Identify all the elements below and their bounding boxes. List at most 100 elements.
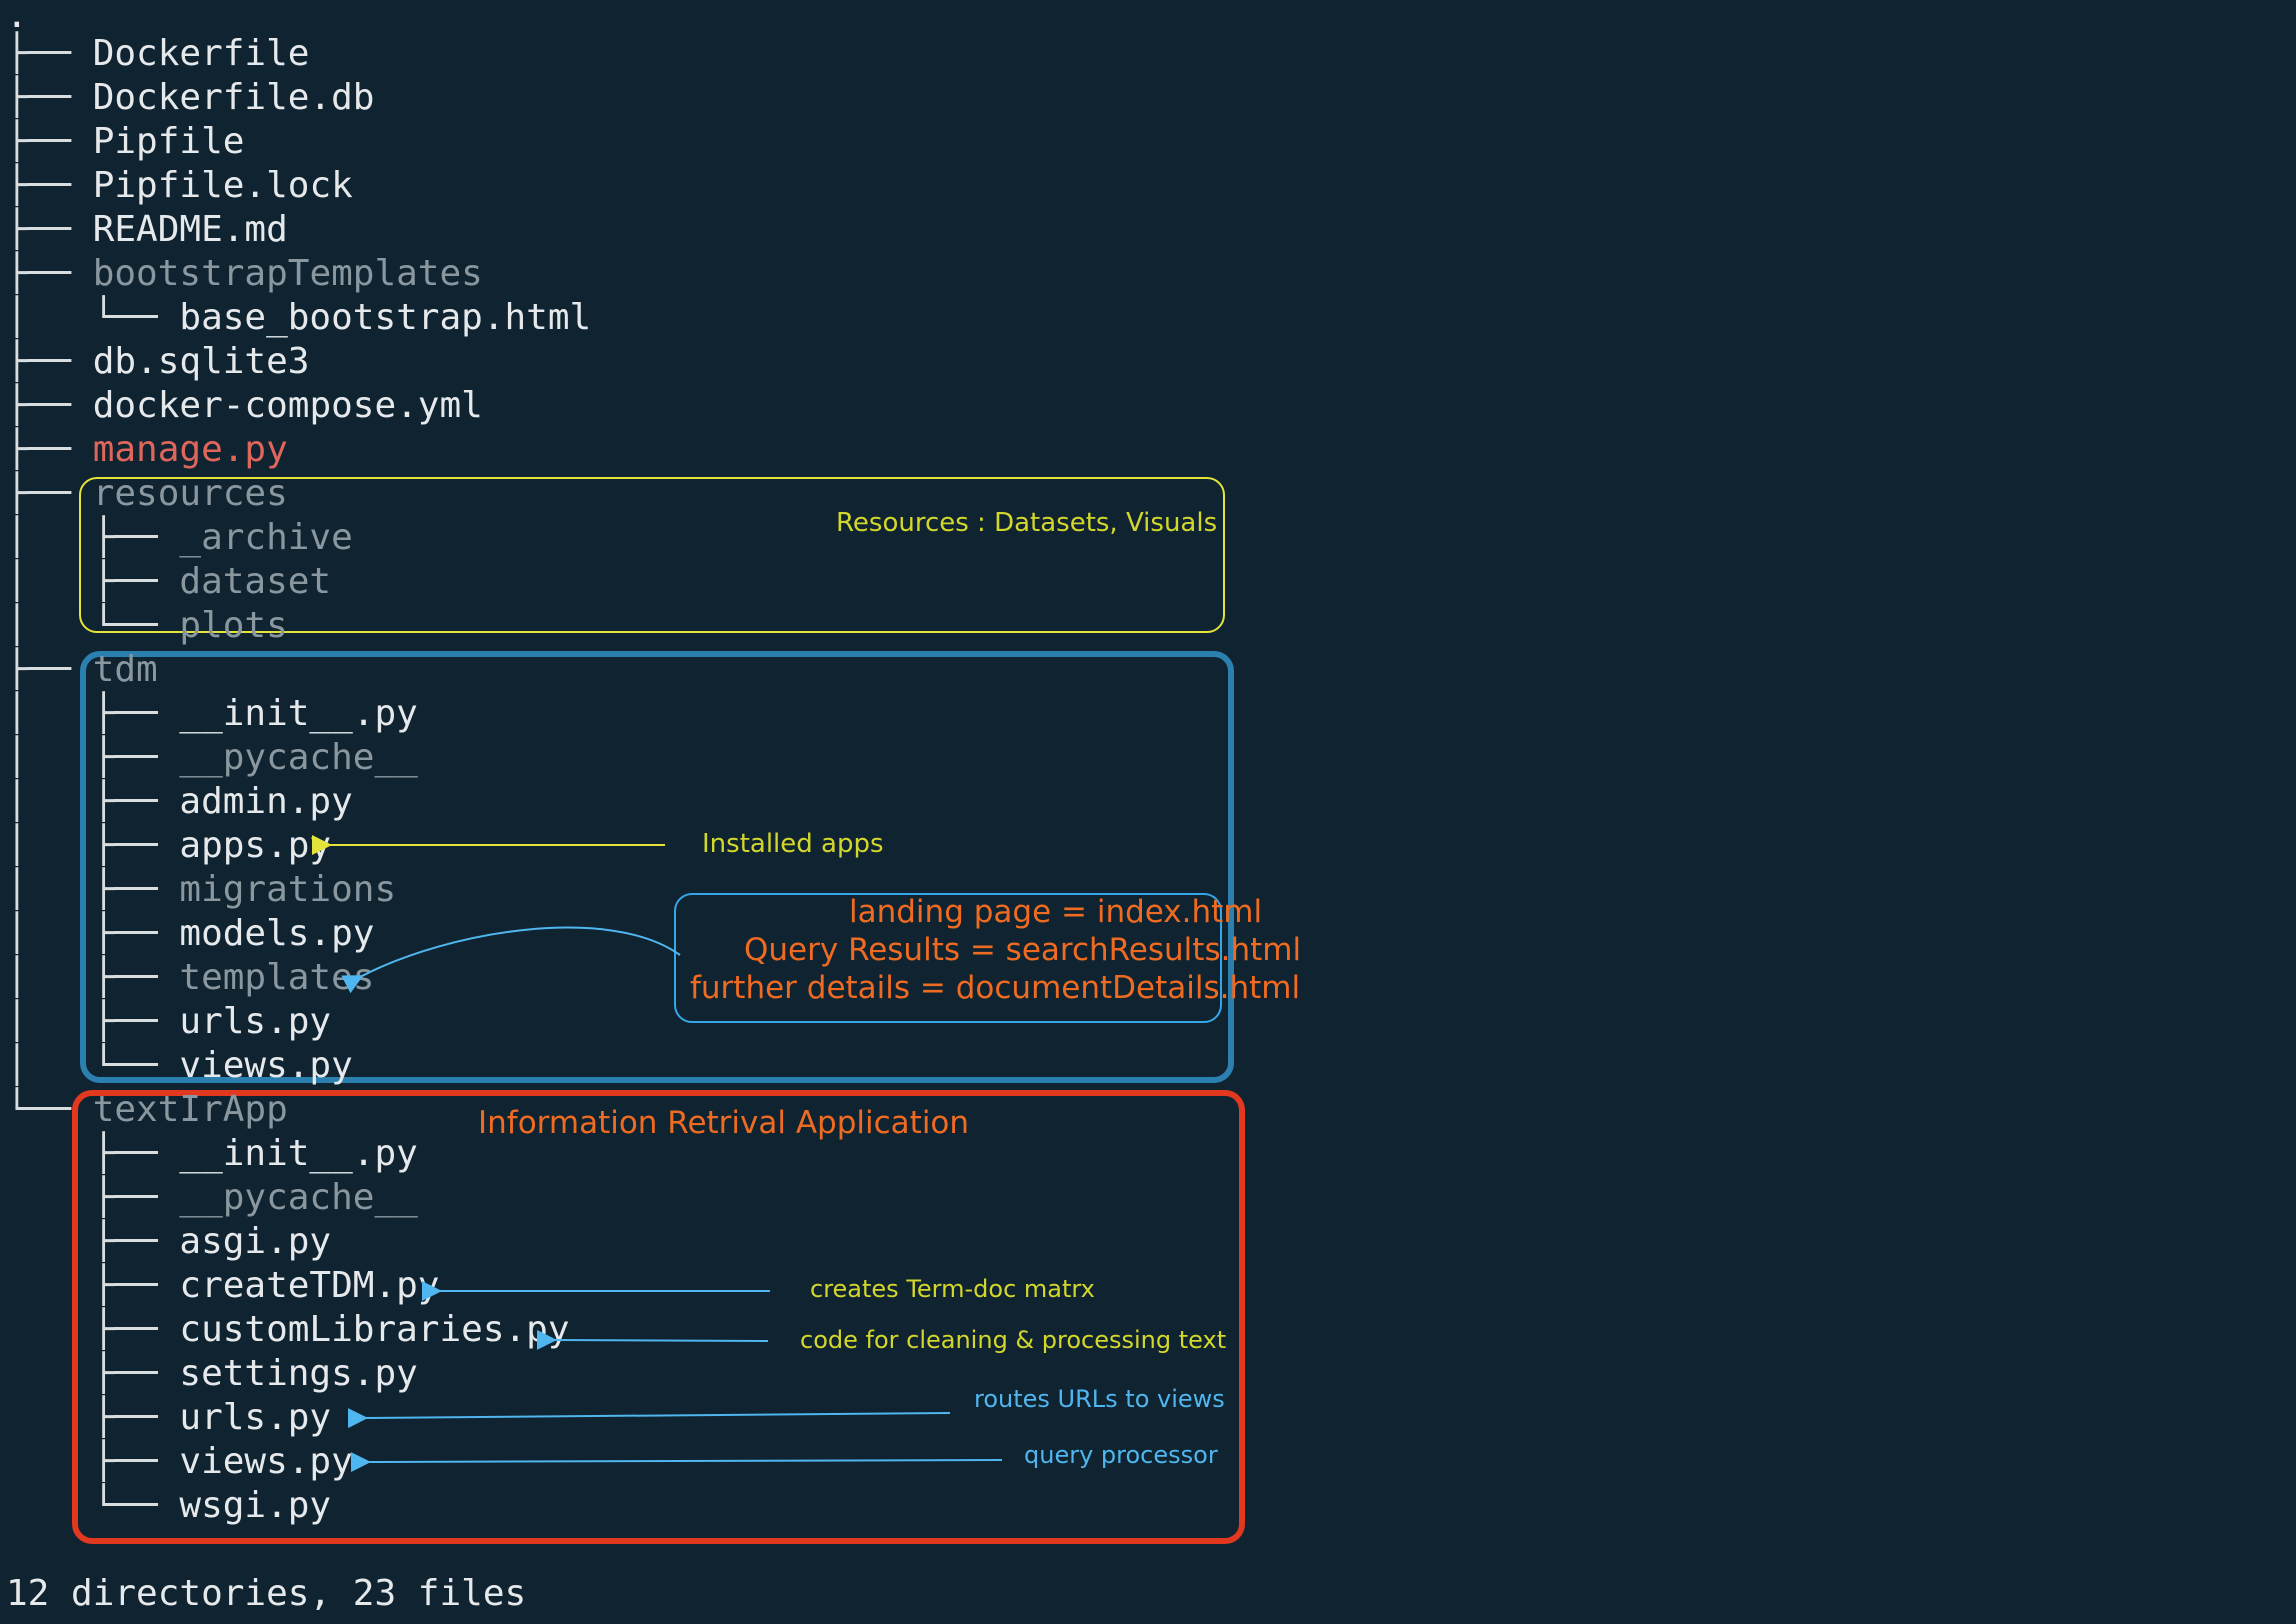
tree-entry-docker-compose[interactable]: docker-compose.yml — [92, 385, 483, 426]
tree-entry-dataset[interactable]: dataset — [179, 561, 332, 602]
tree-entry-tdm-pycache[interactable]: __pycache__ — [179, 737, 418, 778]
tree-branch: │ └── — [6, 1045, 180, 1086]
tree-entry-readme[interactable]: README.md — [92, 209, 288, 250]
tree-branch: ├── — [6, 385, 93, 426]
templates-note-box — [674, 893, 1222, 1023]
tree-entry-textir-urls[interactable]: urls.py — [179, 1397, 332, 1438]
tdm-highlight-box — [80, 651, 1234, 1083]
note-urls: routes URLs to views — [974, 1385, 1225, 1413]
tree-root: . — [6, 0, 28, 36]
tree-branch: │ ├── — [6, 781, 180, 822]
tree-entry-textir-views[interactable]: views.py — [179, 1441, 353, 1482]
tree-entry-textir-createtdm[interactable]: createTDM.py — [179, 1265, 440, 1306]
tree-entry-dockerfile[interactable]: Dockerfile — [92, 33, 310, 74]
tree-branch: │ ├── — [6, 561, 180, 602]
tree-line: │ ├── migrations — [6, 868, 396, 912]
tree-line: ├── tdm — [6, 648, 158, 692]
tree-entry-tdm[interactable]: tdm — [92, 649, 158, 690]
arrow-templates — [341, 926, 681, 994]
tree-line: ├── customLibraries.py — [6, 1308, 570, 1352]
tree-entry-tdm-urls[interactable]: urls.py — [179, 1001, 332, 1042]
tree-branch: ├── — [6, 649, 93, 690]
tree-entry-archive[interactable]: _archive — [179, 517, 353, 558]
tree-entry-resources[interactable]: resources — [92, 473, 288, 514]
tree-entry-textir-asgi[interactable]: asgi.py — [179, 1221, 332, 1262]
tree-line: ├── __pycache__ — [6, 1176, 418, 1220]
tree-line: │ ├── dataset — [6, 560, 331, 604]
tree-entry-tdm-apps[interactable]: apps.py — [179, 825, 332, 866]
tree-entry-textir-init[interactable]: __init__.py — [179, 1133, 418, 1174]
tree-entry-pipfile-lock[interactable]: Pipfile.lock — [92, 165, 353, 206]
tree-branch: │ └── — [6, 605, 180, 646]
tree-branch: ├── — [6, 165, 93, 206]
tree-branch: │ ├── — [6, 737, 180, 778]
tree-branch: ├── — [6, 253, 93, 294]
note-createtdm: creates Term-doc matrx — [810, 1275, 1095, 1303]
tree-entry-base-bootstrap[interactable]: base_bootstrap.html — [179, 297, 592, 338]
tree-branch: ├── — [6, 1353, 180, 1394]
tree-branch: ├── — [6, 473, 93, 514]
tree-entry-textir-customlibraries[interactable]: customLibraries.py — [179, 1309, 570, 1350]
tree-entry-manage-py[interactable]: manage.py — [92, 429, 288, 470]
tree-entry-tdm-models[interactable]: models.py — [179, 913, 375, 954]
tree-line: ├── urls.py — [6, 1396, 331, 1440]
tree-line: ├── README.md — [6, 208, 288, 252]
tree-branch: ├── — [6, 1177, 180, 1218]
tree-line: ├── settings.py — [6, 1352, 418, 1396]
tree-entry-textir-settings[interactable]: settings.py — [179, 1353, 418, 1394]
tree-branch: ├── — [6, 1397, 180, 1438]
tree-line: ├── createTDM.py — [6, 1264, 440, 1308]
tree-summary: 12 directories, 23 files — [6, 1573, 527, 1614]
tree-line: ├── Dockerfile — [6, 32, 309, 76]
tree-line: │ ├── apps.py — [6, 824, 331, 868]
tree-line: └── wsgi.py — [6, 1484, 331, 1528]
tree-line: ├── Dockerfile.db — [6, 76, 374, 120]
tree-entry-textir-pycache[interactable]: __pycache__ — [179, 1177, 418, 1218]
tree-line: ├── Pipfile.lock — [6, 164, 353, 208]
note-query-results: Query Results = searchResults.html — [744, 932, 1302, 968]
tree-branch: └── — [6, 1089, 93, 1130]
tree-branch: ├── — [6, 429, 93, 470]
tree-line: │ ├── __pycache__ — [6, 736, 418, 780]
tree-line: │ └── views.py — [6, 1044, 353, 1088]
tree-line: │ ├── __init__.py — [6, 692, 418, 736]
note-textirapp-title: Information Retrival Application — [478, 1105, 970, 1141]
tree-line: ├── views.py — [6, 1440, 353, 1484]
tree-branch: ├── — [6, 121, 93, 162]
note-views: query processor — [1024, 1441, 1218, 1469]
resources-highlight-box — [79, 477, 1225, 633]
tree-entry-textir-wsgi[interactable]: wsgi.py — [179, 1485, 332, 1526]
tree-branch: ├── — [6, 33, 93, 74]
tree-entry-tdm-init[interactable]: __init__.py — [179, 693, 418, 734]
tree-branch: ├── — [6, 1309, 180, 1350]
tree-line: ├── manage.py — [6, 428, 288, 472]
arrow-urls — [347, 1408, 951, 1429]
textirapp-highlight-box — [72, 1090, 1245, 1544]
tree-branch: │ ├── — [6, 1001, 180, 1042]
tree-branch: │ ├── — [6, 957, 180, 998]
tree-line: │ └── plots — [6, 604, 288, 648]
tree-entry-db-sqlite3[interactable]: db.sqlite3 — [92, 341, 310, 382]
tree-entry-pipfile[interactable]: Pipfile — [92, 121, 245, 162]
tree-branch: │ ├── — [6, 693, 180, 734]
tree-branch: │ ├── — [6, 913, 180, 954]
tree-branch: ├── — [6, 1265, 180, 1306]
tree-line: ├── asgi.py — [6, 1220, 331, 1264]
tree-branch: ├── — [6, 77, 93, 118]
tree-entry-tdm-views[interactable]: views.py — [179, 1045, 353, 1086]
tree-entry-dockerfile-db[interactable]: Dockerfile.db — [92, 77, 375, 118]
tree-entry-plots[interactable]: plots — [179, 605, 288, 646]
tree-line: ├── __init__.py — [6, 1132, 418, 1176]
note-landing-page: landing page = index.html — [849, 894, 1263, 930]
tree-entry-tdm-admin[interactable]: admin.py — [179, 781, 353, 822]
tree-line: ├── db.sqlite3 — [6, 340, 309, 384]
tree-branch: ├── — [6, 209, 93, 250]
tree-branch: │ ├── — [6, 825, 180, 866]
tree-entry-bootstraptemplates[interactable]: bootstrapTemplates — [92, 253, 483, 294]
tree-line: │ ├── _archive — [6, 516, 353, 560]
tree-entry-textirapp[interactable]: textIrApp — [92, 1089, 288, 1130]
tree-line: └── textIrApp — [6, 1088, 288, 1132]
tree-line: ├── Pipfile — [6, 120, 244, 164]
tree-entry-tdm-migrations[interactable]: migrations — [179, 869, 397, 910]
